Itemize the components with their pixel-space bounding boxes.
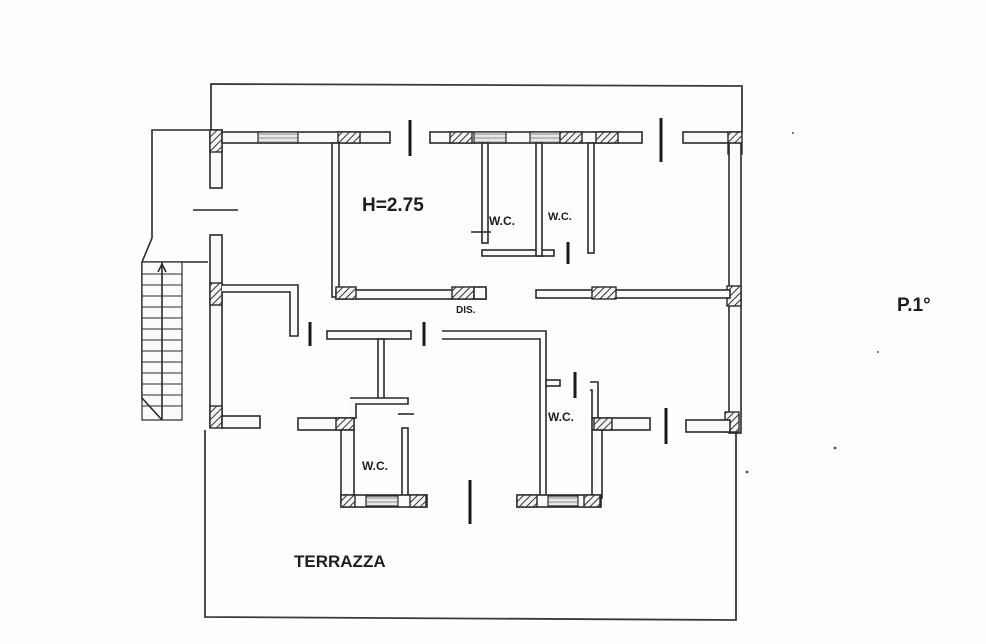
wc-bottom-right-walls bbox=[516, 381, 731, 508]
upper-walls bbox=[331, 142, 731, 300]
scan-specks bbox=[745, 132, 879, 474]
wall-left bbox=[193, 129, 238, 429]
wc-bottom-left-walls bbox=[297, 397, 428, 508]
middle-walls bbox=[222, 284, 577, 499]
hall-label: DIS. bbox=[456, 305, 476, 316]
wc-label-top-left: W.C. bbox=[489, 214, 515, 228]
wc-label-bottom-left: W.C. bbox=[362, 459, 388, 473]
terrace-outline bbox=[204, 83, 743, 621]
wc-label-top-right: W.C. bbox=[548, 211, 572, 223]
ceiling-height-label: H=2.75 bbox=[362, 195, 424, 216]
staircase-icon bbox=[141, 261, 183, 421]
terrace-label: TERRAZZA bbox=[294, 552, 386, 571]
wall-right bbox=[724, 142, 742, 434]
lower-left-walls bbox=[221, 415, 261, 429]
wall-top bbox=[221, 118, 743, 162]
floor-label: P.1° bbox=[897, 295, 931, 316]
wc-label-bottom-right: W.C. bbox=[548, 410, 574, 424]
